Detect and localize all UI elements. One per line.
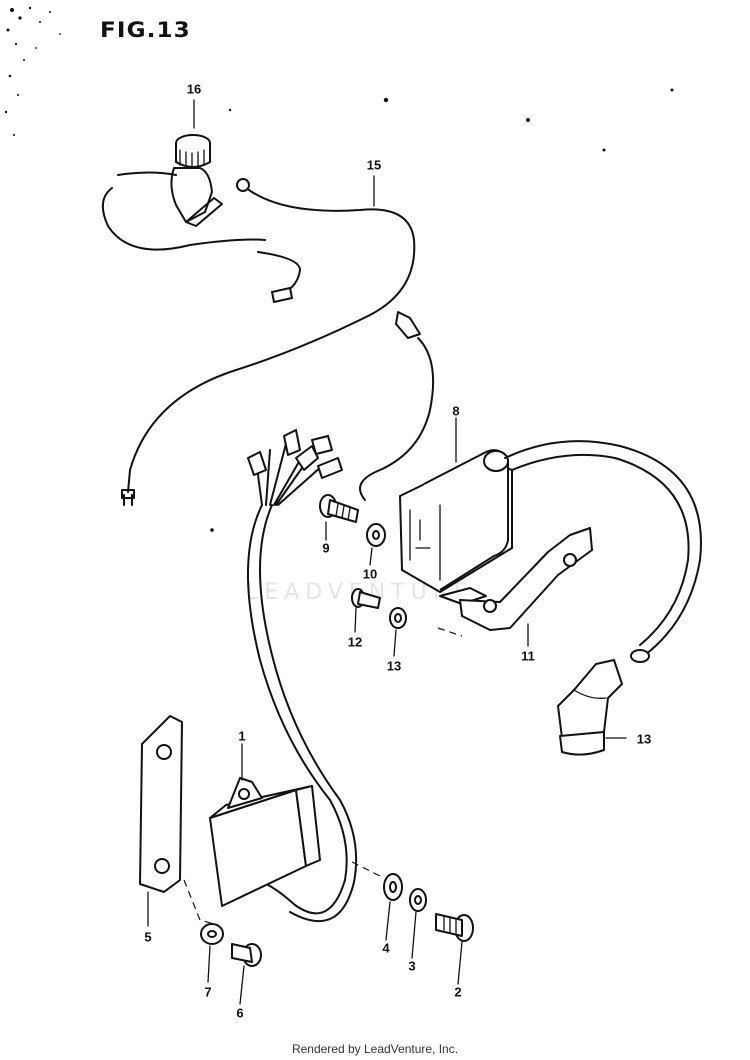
- part-10-washer: [366, 523, 386, 547]
- part-13-plug-cap: [557, 659, 623, 756]
- callout-6: 6: [236, 1005, 244, 1021]
- callout-15: 15: [366, 157, 382, 173]
- part-4-washer: [383, 873, 403, 901]
- part-6-screw: [231, 943, 262, 967]
- callout-13-washer: 13: [386, 658, 402, 674]
- figure-title: FIG.13: [100, 18, 191, 42]
- part-11-bracket: [437, 527, 593, 637]
- part-8-ignition-coil: [399, 440, 702, 663]
- callout-5: 5: [144, 929, 152, 945]
- part-15-lead-wire: [121, 178, 416, 506]
- part-7-washer: [200, 923, 224, 945]
- scan-noise: [4, 6, 674, 532]
- part-9-bolt: [319, 494, 359, 523]
- callout-12: 12: [347, 634, 363, 650]
- harness-wire: [247, 429, 358, 922]
- part-3-washer: [409, 888, 427, 912]
- callout-7: 7: [204, 984, 212, 1000]
- leader-dash-cdi: [351, 861, 381, 877]
- part-5-plate: [139, 715, 215, 925]
- part-1-cdi-unit: [209, 777, 321, 907]
- part-2-screw: [435, 913, 474, 942]
- callout-8: 8: [452, 403, 460, 419]
- part-13-washer-small: [389, 607, 407, 629]
- callout-16: 16: [186, 81, 202, 97]
- callout-10: 10: [362, 566, 378, 582]
- callout-13-cap: 13: [636, 731, 652, 747]
- footer-credit: Rendered by LeadVenture, Inc.: [291, 1042, 459, 1056]
- callout-4: 4: [382, 940, 390, 956]
- callout-3: 3: [408, 958, 416, 974]
- leader-lines: [147, 99, 627, 1005]
- callout-9: 9: [322, 540, 330, 556]
- part-16-switch: [101, 134, 266, 251]
- callout-11: 11: [521, 648, 535, 664]
- callout-2: 2: [454, 984, 462, 1000]
- part-12-bolt: [351, 588, 381, 609]
- coil-primary-wire: [359, 311, 435, 501]
- callout-1: 1: [238, 728, 246, 744]
